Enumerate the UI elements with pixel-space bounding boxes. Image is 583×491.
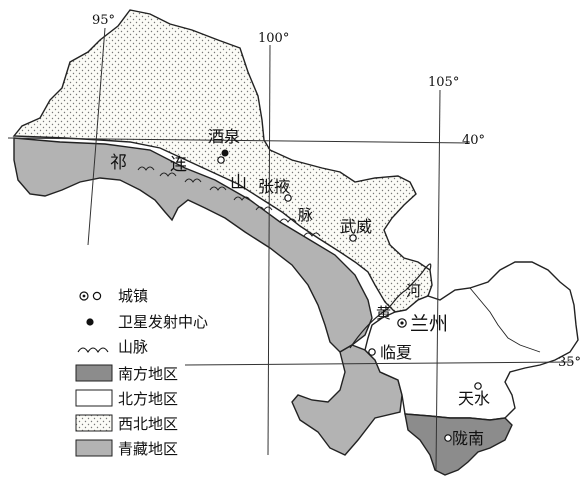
parallel-35 [184,361,573,366]
internal-boundary [469,287,541,353]
legend-north-swatch [75,389,113,407]
mountain-char-4: 脉 [298,206,313,224]
mountain-char-1: 祁 [110,153,127,173]
south-region [404,413,513,476]
legend: 城镇 卫星发射中心 山脉 南方地区 北方地区 西北地区 青藏地区 [75,287,208,458]
mountain-icon [255,206,273,211]
place-linxia: 临夏 [380,343,412,362]
legend-mountain-icon [77,347,109,354]
graticule [7,27,573,471]
legend-northwest-swatch [75,414,113,432]
satellite-center-marker [221,149,229,157]
mountain-icon [184,178,202,183]
legend-city-icon-inner [82,294,86,298]
label-lon-105: 105° [428,75,459,90]
city-marker-longnan [444,434,452,442]
label-lat-35: 35° [558,355,581,370]
qingzang-region [13,137,373,353]
mountain-icon [233,196,251,201]
city-marker-wuwei [349,234,357,242]
meridian-105 [435,89,441,471]
place-tianshui: 天水 [458,389,490,408]
qilian-mountain-symbols [137,166,321,237]
place-zhangye: 张掖 [258,177,290,196]
legend-label-northwest: 西北地区 [118,415,178,433]
city-marker-jiuquan [217,156,225,164]
river-char-2: 黄 [376,304,391,322]
label-lon-100: 100° [258,31,289,46]
north-region [364,261,579,421]
city-marker-tianshui [474,382,482,390]
mountain-char-3: 山 [230,173,247,193]
yellow-river [349,263,432,349]
legend-label-qingzang: 青藏地区 [118,440,178,458]
legend-qingzang-swatch [75,439,113,457]
mountain-icon [159,172,177,177]
legend-south-swatch [75,364,113,382]
meridian-95 [87,27,106,246]
place-lanzhou: 兰州 [410,313,448,335]
mountain-icon [137,166,155,171]
legend-label-satellite: 卫星发射中心 [118,313,208,331]
place-wuwei: 武威 [340,217,372,236]
city-marker-linxia [368,348,376,356]
legend-label-south: 南方地区 [118,365,178,383]
legend-label-north: 北方地区 [118,390,178,408]
river-char-1: 河 [406,282,421,300]
city-marker-zhangye [284,194,292,202]
mountain-icon [279,218,297,223]
mountain-icon [209,186,227,191]
legend-label-city: 城镇 [118,287,148,305]
label-lon-95: 95° [92,13,115,28]
parallel-40 [7,137,471,144]
mountain-char-2: 连 [170,155,187,175]
legend-town-icon [92,291,102,301]
place-longnan: 陇南 [452,429,484,448]
legend-satellite-icon [86,318,94,326]
meridian-100 [267,44,271,456]
legend-label-mountain: 山脉 [118,338,148,356]
city-marker-lanzhou-inner [400,321,404,325]
label-lat-40: 40° [462,133,485,148]
mountain-icon [303,232,321,237]
place-jiuquan: 酒泉 [208,127,240,146]
